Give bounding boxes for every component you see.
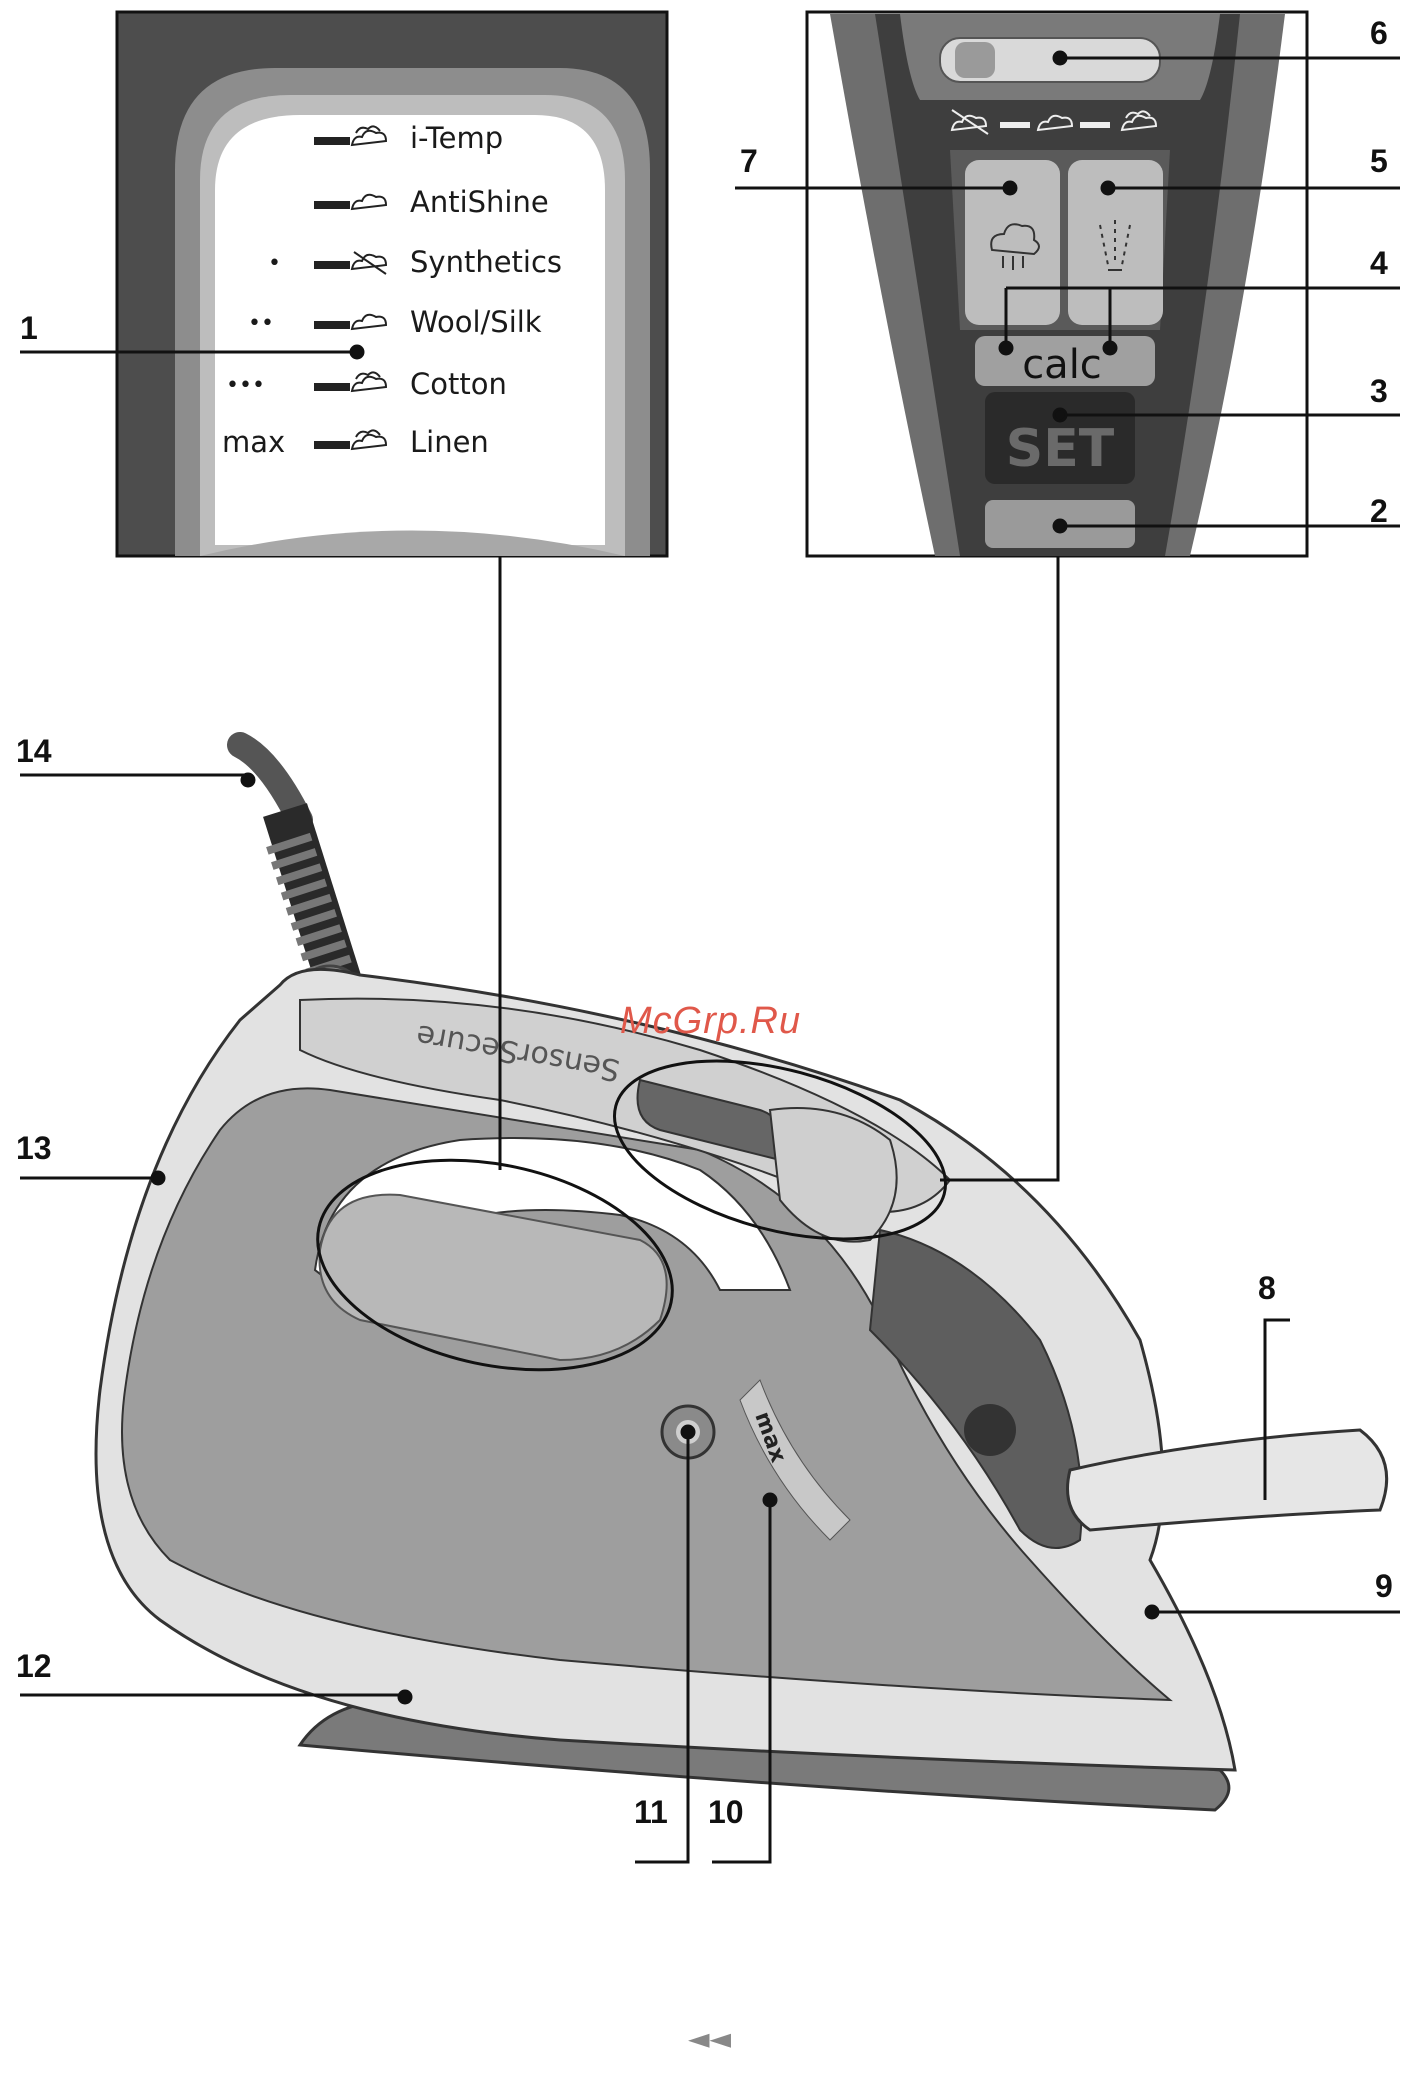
row-label: Cotton (410, 367, 507, 401)
set-label: SET (1006, 419, 1115, 479)
row-dots: ••• (226, 373, 265, 398)
temperature-panel-inset (117, 12, 667, 556)
callout-10: 10 (708, 1796, 744, 1828)
callout-2: 2 (1370, 495, 1388, 527)
callout-4: 4 (1370, 247, 1388, 279)
row-dots: • (268, 251, 281, 276)
callout-7: 7 (740, 145, 758, 177)
callout-6: 6 (1370, 17, 1388, 49)
row-label: AntiShine (410, 185, 549, 219)
page-back-icon[interactable]: ◄◄ (688, 2022, 731, 2055)
callout-3: 3 (1370, 375, 1388, 407)
row-dots: max (222, 425, 285, 459)
row-dots: •• (248, 311, 274, 336)
row-label: Wool/Silk (410, 305, 542, 339)
row-label: i-Temp (410, 121, 503, 155)
watermark: McGrp.Ru (620, 1000, 801, 1043)
row-label: Linen (410, 425, 489, 459)
callout-11: 11 (634, 1796, 668, 1828)
callout-9: 9 (1375, 1570, 1393, 1602)
callout-14: 14 (16, 735, 52, 767)
callout-13: 13 (16, 1132, 52, 1164)
control-panel-inset: calc SET (807, 12, 1307, 556)
row-label: Synthetics (410, 245, 562, 279)
callout-8: 8 (1258, 1272, 1276, 1304)
callout-5: 5 (1370, 145, 1388, 177)
calc-label: calc (1022, 342, 1102, 388)
callout-12: 12 (16, 1650, 52, 1682)
iron-illustration: SensorSecure max (96, 745, 1387, 1810)
spray-button[interactable] (1068, 160, 1163, 325)
callout-1: 1 (20, 312, 38, 344)
